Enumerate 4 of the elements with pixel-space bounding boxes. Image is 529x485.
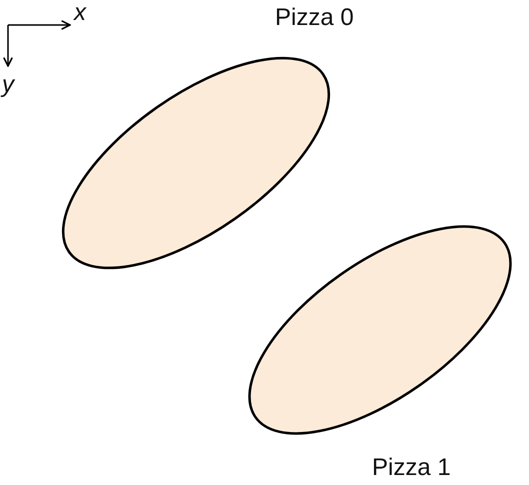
- shape-label: Pizza 1: [372, 454, 451, 482]
- axis-label: x: [74, 0, 86, 26]
- shape-label: Pizza 0: [275, 4, 354, 32]
- axis-label: y: [2, 72, 14, 98]
